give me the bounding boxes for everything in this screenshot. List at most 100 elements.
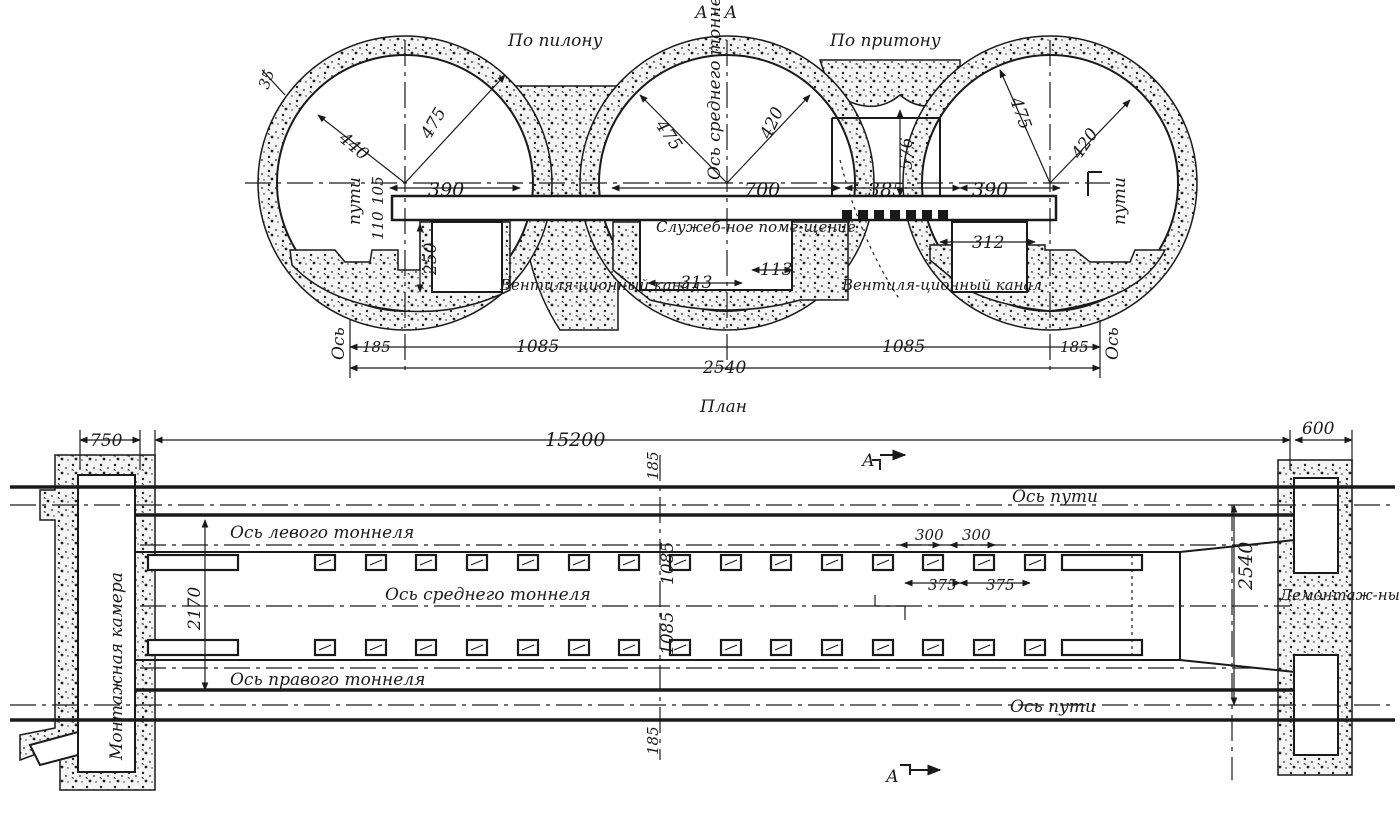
- label-right-tunnel-axis: Ось правого тоннеля: [230, 670, 425, 690]
- label-axis-right: Ось: [1103, 327, 1123, 360]
- plan-view: [10, 430, 1395, 791]
- note-pylon: По пилону: [507, 31, 603, 51]
- label-service-room: Служеб-ное поме-щение: [656, 218, 856, 236]
- dim-185-right: 185: [1060, 338, 1089, 356]
- lining-thickness-leader: [261, 69, 286, 96]
- label-axis-left: Ось: [329, 327, 349, 360]
- assembly-chamber-inner: [77, 474, 136, 773]
- opening-long-left-bottom: [146, 638, 240, 657]
- pylon-opening-bottom-mark-4: [470, 644, 484, 651]
- label-middle-tunnel-axis: Ось среднего тоннеля: [385, 585, 591, 605]
- dim-1085-left: 1085: [516, 337, 559, 357]
- pylon-opening-top-mark-3: [419, 559, 433, 566]
- plan-dim-300-a: 300: [915, 526, 944, 544]
- pylon-opening-top-mark-6: [572, 559, 586, 566]
- plan-dim-375-b: 375: [986, 576, 1015, 594]
- pylon-opening-bottom-mark-15: [1028, 644, 1042, 651]
- service-room: [639, 217, 793, 291]
- dim-35: 35: [255, 67, 278, 91]
- label-axis-middle: Ось среднего тоннеля: [705, 0, 725, 180]
- label-left-tunnel-axis: Ось левого тоннеля: [230, 523, 414, 543]
- pylon-opening-bottom-mark-11: [825, 644, 839, 651]
- pylon-opening-top-mark-4: [470, 559, 484, 566]
- dim-110: 110: [369, 211, 387, 240]
- plan-title: План: [699, 397, 747, 417]
- dim-390-right: 390: [972, 179, 1008, 201]
- passage-arch: [831, 117, 941, 196]
- dismantling-chamber-top: [1293, 477, 1339, 574]
- label-vent-right: Вентиля-ционный канал: [841, 276, 1042, 294]
- pylon-opening-top-mark-1: [318, 559, 332, 566]
- dim-185-left: 185: [362, 338, 391, 356]
- pylon-opening-top-mark-8: [673, 559, 687, 566]
- pylon-opening-bottom-mark-10: [774, 644, 788, 651]
- dim-576: 576: [897, 137, 917, 170]
- pylon-opening-top-mark-11: [825, 559, 839, 566]
- pylon-opening-top-mark-13: [926, 559, 940, 566]
- pylon-opening-bottom-mark-5: [521, 644, 535, 651]
- note-portal: По притону: [829, 31, 941, 51]
- section-mark-top: А: [861, 451, 875, 471]
- cross-section: [245, 35, 1198, 378]
- pylon-opening-bottom-mark-7: [622, 644, 636, 651]
- pylon-opening-bottom-mark-9: [724, 644, 738, 651]
- label-vent-left: Вентиля-ционный канал: [499, 276, 700, 294]
- label-track-axis-top: Ось пути: [1012, 487, 1098, 507]
- pylon-opening-top-mark-2: [369, 559, 383, 566]
- pylon-openings-top: [313, 553, 1047, 572]
- pylon-opening-bottom-mark-2: [369, 644, 383, 651]
- dim-113: 113: [760, 260, 792, 280]
- label-assembly-chamber: Монтажная камера: [107, 572, 127, 761]
- pylon-opening-bottom-mark-13: [926, 644, 940, 651]
- section-title: А - А: [694, 3, 737, 23]
- pylon-opening-bottom-mark-12: [876, 644, 890, 651]
- section-mark-bottom: А: [885, 767, 899, 787]
- platform-slab: [390, 194, 1058, 222]
- pylon-opening-top-mark-12: [876, 559, 890, 566]
- label-track-axis-bottom: Ось пути: [1010, 697, 1096, 717]
- opening-long-right-bottom: [1060, 638, 1144, 657]
- opening-long-left-top: [146, 553, 240, 572]
- plan-dim-2540: 2540: [1235, 542, 1257, 591]
- plan-dim-185-bottom: 185: [644, 726, 662, 755]
- dim-250: 250: [421, 242, 441, 276]
- pylon-opening-bottom-mark-8: [673, 644, 687, 651]
- dim-700: 700: [744, 179, 780, 201]
- plan-dim-1085-top: 1085: [658, 542, 678, 585]
- pylon-opening-top-mark-5: [521, 559, 535, 566]
- dim-313: 313: [680, 273, 712, 293]
- right-vent-channel: [951, 221, 1028, 293]
- passage-dotted: [839, 159, 901, 301]
- pylon-opening-bottom-mark-1: [318, 644, 332, 651]
- dim-385: 385: [868, 179, 904, 201]
- label-track-left: пути: [345, 177, 365, 225]
- plan-labels: План 750 600 15200 2540 2170 185 185 108…: [90, 397, 1400, 787]
- label-track-right: пути: [1110, 177, 1130, 225]
- pylon-opening-top-mark-10: [774, 559, 788, 566]
- plan-dim-1085-bottom: 1085: [658, 612, 678, 655]
- plan-dim-375-a: 375: [928, 576, 957, 594]
- label-dismantling-chambers: Демонтаж-ные камеры: [1279, 586, 1400, 604]
- dim-312: 312: [972, 233, 1004, 253]
- pylon-opening-top-mark-7: [622, 559, 636, 566]
- dim-1085-right: 1085: [882, 337, 925, 357]
- plan-dim-600: 600: [1302, 419, 1335, 439]
- plan-dim-2170: 2170: [185, 587, 205, 631]
- pylon-opening-bottom-mark-14: [977, 644, 991, 651]
- plan-dim-300-b: 300: [962, 526, 991, 544]
- dim-390-left: 390: [428, 179, 464, 201]
- pylon-opening-top-mark-14: [977, 559, 991, 566]
- plan-dim-750: 750: [90, 431, 123, 451]
- dim-105: 105: [369, 176, 387, 205]
- pylon-opening-top-mark-9: [724, 559, 738, 566]
- left-vent-channel: [431, 221, 503, 293]
- pylon-opening-bottom-mark-3: [419, 644, 433, 651]
- section-labels: А - А По пилону По притону 35 440 475 47…: [255, 0, 1130, 378]
- dim-2540-section: 2540: [702, 358, 746, 378]
- plan-dim-15200: 15200: [545, 429, 605, 451]
- opening-long-right-top: [1060, 553, 1144, 572]
- pylon-openings-bottom: [313, 638, 1047, 657]
- slab-openings: [842, 210, 948, 220]
- pylon-opening-top-mark-15: [1028, 559, 1042, 566]
